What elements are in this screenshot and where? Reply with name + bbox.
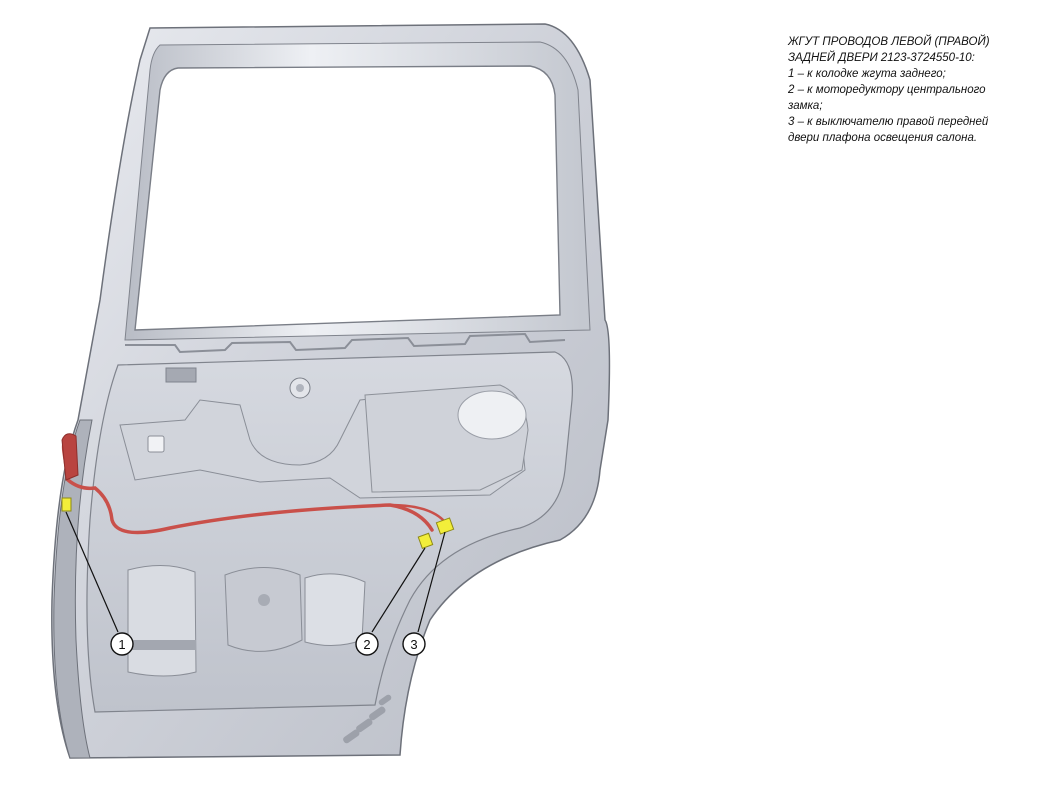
- connector-2: [417, 532, 434, 549]
- callout-number: 2: [363, 637, 370, 652]
- caption-title-line: ЖГУТ ПРОВОДОВ ЛЕВОЙ (ПРАВОЙ): [788, 36, 990, 48]
- callout-number: 1: [118, 637, 125, 652]
- connector-3: [435, 517, 455, 535]
- callout-3: 3: [402, 632, 426, 656]
- caption-item-3: 3 – к выключателю правой передней: [788, 116, 989, 128]
- mounting-boss: [258, 594, 270, 606]
- caption-item-2: 2 – к моторедуктору центрального: [788, 84, 986, 96]
- lower-pocket-left: [127, 564, 197, 677]
- lower-pocket-bar: [124, 640, 196, 650]
- caption-item-2-cont: замка;: [788, 100, 823, 112]
- lower-pocket-center: [224, 567, 303, 652]
- callout-1: 1: [110, 632, 134, 656]
- mounting-boss: [296, 384, 304, 392]
- leader-line-1: [65, 511, 119, 633]
- caption-item-3-cont: двери плафона освещения салона.: [788, 132, 978, 144]
- clip-slot: [165, 367, 197, 383]
- connector-1: [61, 497, 72, 512]
- callout-2: 2: [355, 632, 379, 656]
- speaker-bulge: [457, 390, 527, 440]
- belt-line-seal: [125, 332, 566, 354]
- window-opening: [134, 65, 561, 331]
- leader-line-2: [371, 547, 426, 633]
- legend-caption: ЖГУТ ПРОВОДОВ ЛЕВОЙ (ПРАВОЙ) ЗАДНЕЙ ДВЕР…: [788, 34, 1048, 146]
- wiring-harness-branch: [389, 503, 446, 523]
- wiring-harness: [61, 438, 434, 535]
- clip-slot: [147, 435, 165, 453]
- caption-title-line: ЗАДНЕЙ ДВЕРИ 2123-3724550-10:: [788, 52, 975, 64]
- leader-line-3: [417, 531, 446, 633]
- lower-pocket-right: [304, 573, 366, 646]
- callout-number: 3: [410, 637, 417, 652]
- drain-slots: [343, 694, 392, 744]
- caption-item-1: 1 – к колодке жгута заднего;: [788, 68, 946, 80]
- harness-grommet: [61, 433, 79, 481]
